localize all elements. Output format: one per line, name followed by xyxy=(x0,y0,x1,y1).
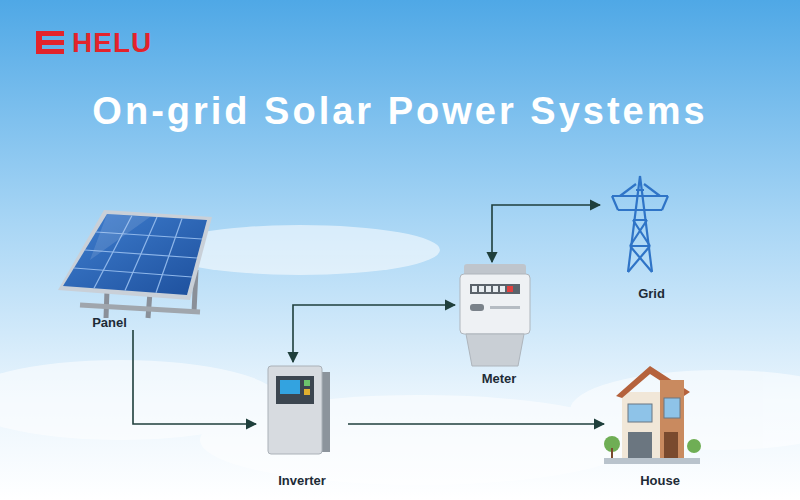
connector xyxy=(348,423,604,425)
brand-name: HELU xyxy=(72,27,152,59)
node-label: Meter xyxy=(455,371,543,386)
solar-panel xyxy=(58,210,212,318)
diagram-title: On-grid Solar Power Systems xyxy=(0,90,800,133)
meter-icon xyxy=(460,264,530,366)
icon-node: Grid xyxy=(600,172,703,301)
connector xyxy=(133,330,256,424)
inverter-icon xyxy=(268,366,330,454)
icon-node: House xyxy=(604,360,716,488)
node-label: Inverter xyxy=(256,473,348,488)
node-label: House xyxy=(604,473,716,488)
icon-node: Meter xyxy=(455,262,543,386)
transmission-tower xyxy=(612,176,668,272)
connector xyxy=(492,205,600,262)
icon-node: Panel xyxy=(55,205,228,330)
house-icon xyxy=(604,366,701,464)
node-label: Grid xyxy=(600,286,703,301)
connector xyxy=(293,305,455,362)
node-label: Panel xyxy=(23,315,196,330)
icon-node: Inverter xyxy=(256,362,348,488)
